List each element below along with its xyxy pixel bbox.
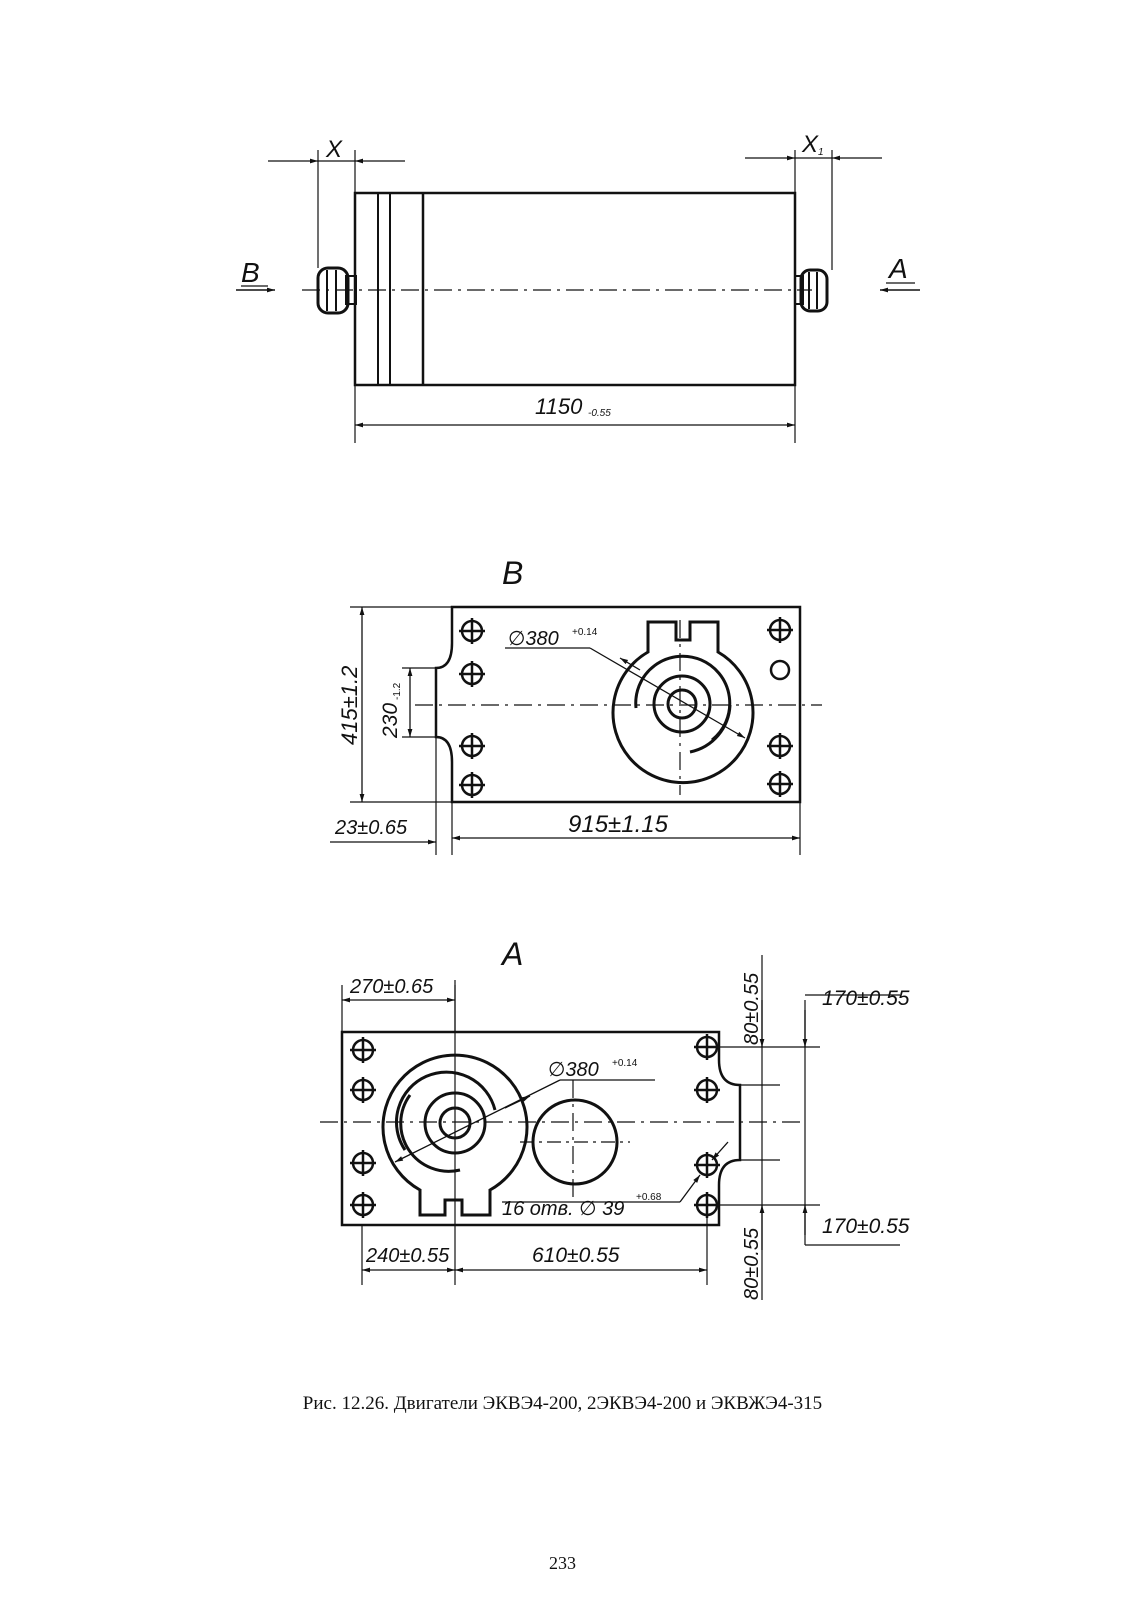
dim-x-label: X [325, 136, 343, 163]
dim-x1-subscript: 1 [818, 147, 824, 158]
view-a-bore-dia: ∅380 [548, 1059, 599, 1081]
length-tolerance: -0.55 [588, 408, 611, 419]
view-b-inner-height-tol: -1.2 [392, 682, 403, 700]
view-a-dim-far-right-bottom: 170±0.55 [822, 1215, 910, 1238]
view-a-dim-right-bottom: 80±0.55 [741, 1227, 763, 1300]
view-b-offset: 23±0.65 [334, 817, 408, 839]
figure-caption: Рис. 12.26. Двигатели ЭКВЭ4-200, 2ЭКВЭ4-… [0, 1393, 1125, 1415]
length-label: 1150 [535, 394, 583, 419]
view-b-labels: B ∅380 +0.14 415±1.2 230 -1.2 23±0.65 91… [334, 555, 669, 839]
view-a-bore-tol: +0.14 [612, 1058, 638, 1069]
side-view-labels: X X 1 B A 1150 -0.55 [241, 131, 908, 419]
view-b-marker: B [241, 257, 260, 288]
view-a-holes-left [350, 1037, 376, 1218]
view-b-inner-height: 230 [379, 703, 402, 739]
view-a-dim-bottom-left: 240±0.55 [365, 1245, 450, 1267]
view-a-dim-bottom-mid: 610±0.55 [532, 1244, 620, 1267]
motor-body [355, 193, 795, 385]
view-a-dim-right-top: 80±0.55 [741, 972, 763, 1045]
view-a-dim-far-right-top: 170±0.55 [822, 987, 910, 1010]
view-b-holes-right [767, 617, 793, 797]
view-b-bore-dia: ∅380 [508, 628, 559, 650]
view-b-title: B [502, 555, 523, 591]
view-b-length: 915±1.15 [568, 811, 669, 838]
view-a-dim-top-left: 270±0.65 [349, 976, 434, 998]
page-number: 233 [0, 1553, 1125, 1574]
view-a-title: A [500, 936, 523, 972]
view-b-holes-left [459, 618, 485, 798]
view-a-marker: A [887, 253, 908, 284]
view-a-holes-right [694, 1034, 720, 1218]
dim-x1-label: X [801, 131, 819, 158]
view-a-holes-tol: +0.68 [636, 1192, 662, 1203]
view-b-height: 415±1.2 [337, 666, 362, 745]
view-a-holes: 16 отв. ∅ 39 [502, 1198, 624, 1220]
view-b-bore-tol: +0.14 [572, 627, 598, 638]
